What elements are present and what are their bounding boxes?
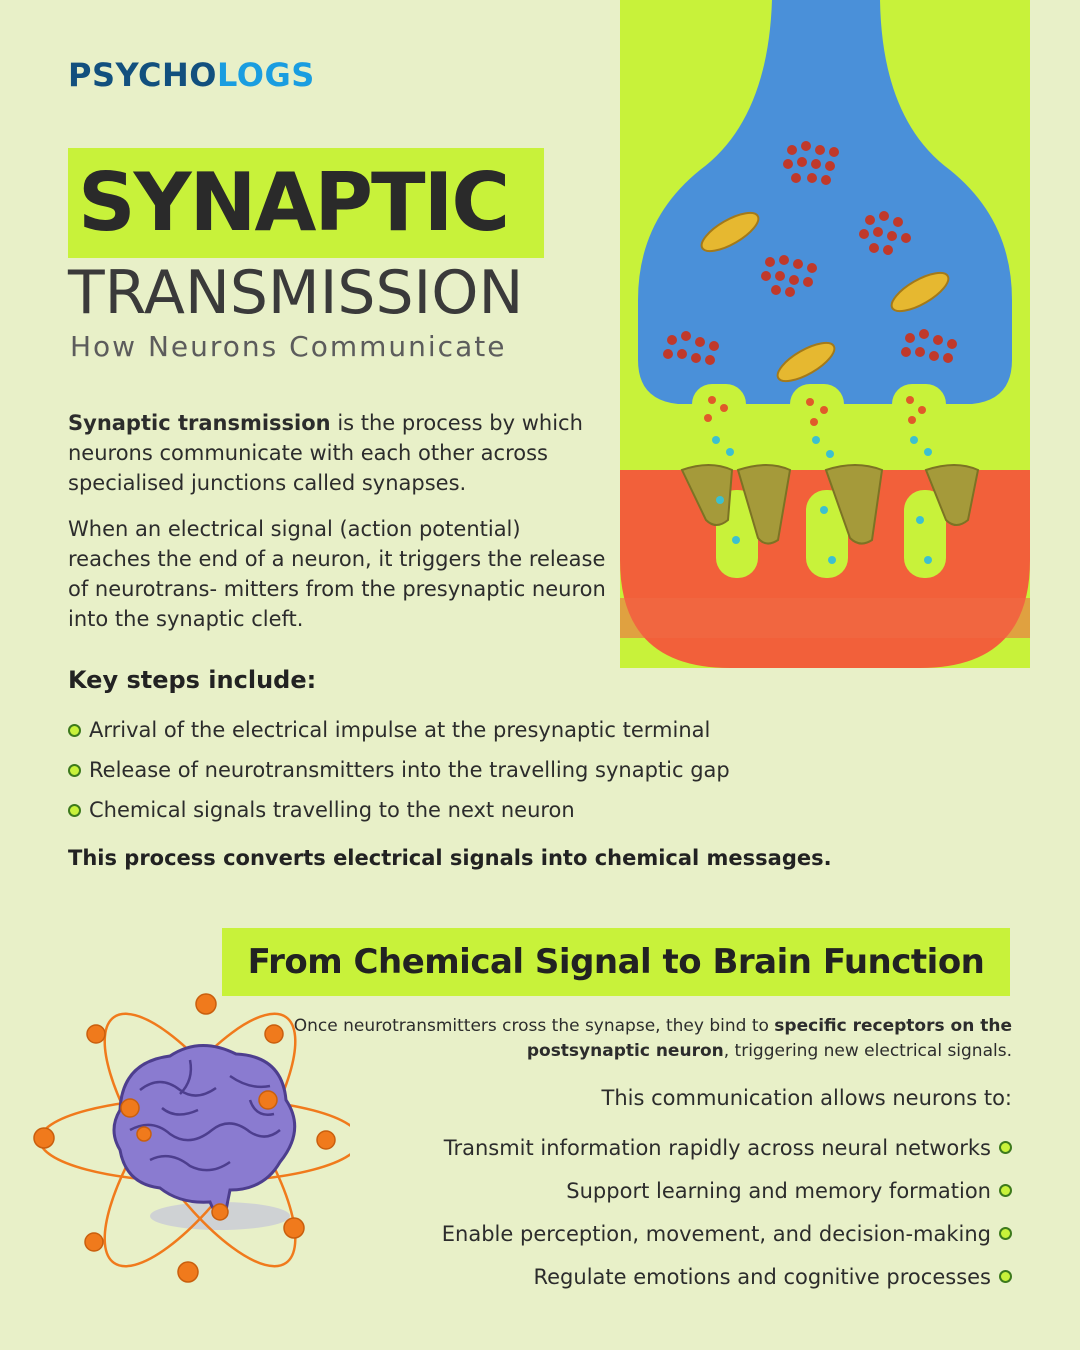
key-steps-list: Arrival of the electrical impulse at the… <box>68 710 730 830</box>
section2-heading: From Chemical Signal to Brain Function <box>222 928 1010 996</box>
section2-paragraph-end: , triggering new electrical signals. <box>723 1041 1012 1061</box>
brand-logo-part1: PSYCHO <box>68 56 217 94</box>
list-item: Enable perception, movement, and decisio… <box>442 1212 1012 1255</box>
orbit-node <box>120 1098 140 1118</box>
receptor-cap <box>680 464 734 526</box>
section2-paragraph-bold: specific receptors on the postsynaptic n… <box>526 1016 1012 1061</box>
orbit-node <box>195 993 217 1015</box>
terminal-bouton <box>692 384 746 464</box>
synapse-illustration <box>620 0 1030 668</box>
mitochondrion <box>776 341 836 383</box>
orbit-node <box>177 1261 199 1283</box>
receptor-channel <box>904 490 946 578</box>
membrane-stripe <box>620 598 1030 638</box>
page-title: SYNAPTIC <box>68 148 544 258</box>
bullet-icon <box>999 1227 1012 1240</box>
mitochondrion <box>700 211 760 253</box>
section2-paragraph-start: Once neurotransmitters cross the synapse… <box>293 1016 775 1036</box>
intro-paragraph-1-text: is the process by which neurons communic… <box>68 411 583 495</box>
orbit-node <box>211 1203 229 1221</box>
receptor-cap <box>736 464 792 545</box>
brand-logo-part2: LOGS <box>217 56 315 94</box>
page-subtitle: TRANSMISSION <box>68 258 524 328</box>
bullet-icon <box>68 803 81 817</box>
intro-bold-term: Synaptic transmission <box>68 411 331 435</box>
intro-paragraph-2: When an electrical signal (action potent… <box>68 517 606 631</box>
terminal-bouton <box>892 384 946 464</box>
section2-paragraph: Once neurotransmitters cross the synapse… <box>292 1014 1012 1064</box>
list-item: Chemical signals travelling to the next … <box>68 790 730 830</box>
receptor-cap <box>824 464 884 545</box>
brain-atom-illustration <box>33 993 350 1283</box>
list-item-text: Arrival of the electrical impulse at the… <box>89 718 711 742</box>
orbit-node <box>33 1127 55 1149</box>
orbit-node <box>86 1024 106 1044</box>
list-item: Arrival of the electrical impulse at the… <box>68 710 730 750</box>
bullet-icon <box>999 1270 1012 1283</box>
orbit-node <box>264 1024 284 1044</box>
key-steps-heading: Key steps include: <box>68 666 317 694</box>
list-item-text: Release of neurotransmitters into the tr… <box>89 758 730 782</box>
list-item: Support learning and memory formation <box>442 1169 1012 1212</box>
list-item: Transmit information rapidly across neur… <box>442 1126 1012 1169</box>
bullet-icon <box>68 763 81 777</box>
orbit-node <box>84 1232 104 1252</box>
abilities-list: Transmit information rapidly across neur… <box>442 1126 1012 1298</box>
brand-logo: PSYCHOLOGS <box>68 56 315 94</box>
list-item-text: Enable perception, movement, and decisio… <box>441 1221 991 1246</box>
mitochondrion <box>890 271 950 313</box>
bullet-icon <box>999 1184 1012 1197</box>
list-item: Regulate emotions and cognitive processe… <box>442 1255 1012 1298</box>
bullet-icon <box>68 723 81 737</box>
list-item-text: Regulate emotions and cognitive processe… <box>533 1264 991 1289</box>
orbit-node <box>258 1090 278 1110</box>
conclusion-text: This process converts electrical signals… <box>68 846 832 870</box>
intro-paragraph-1: Synaptic transmission is the process by … <box>68 408 608 498</box>
list-item-text: Support learning and memory formation <box>566 1178 991 1203</box>
list-item-text: Transmit information rapidly across neur… <box>443 1135 991 1160</box>
receptor-cap <box>924 464 980 526</box>
page-tagline: How Neurons Communicate <box>70 330 507 363</box>
list-item-text: Chemical signals travelling to the next … <box>89 798 575 822</box>
brain-shape <box>112 1044 297 1215</box>
orbit-node <box>316 1130 336 1150</box>
orbit-node <box>136 1126 152 1142</box>
receptor-channel <box>806 490 848 578</box>
abilities-heading: This communication allows neurons to: <box>601 1086 1012 1110</box>
list-item: Release of neurotransmitters into the tr… <box>68 750 730 790</box>
bullet-icon <box>999 1141 1012 1154</box>
orbit-node <box>283 1217 305 1239</box>
